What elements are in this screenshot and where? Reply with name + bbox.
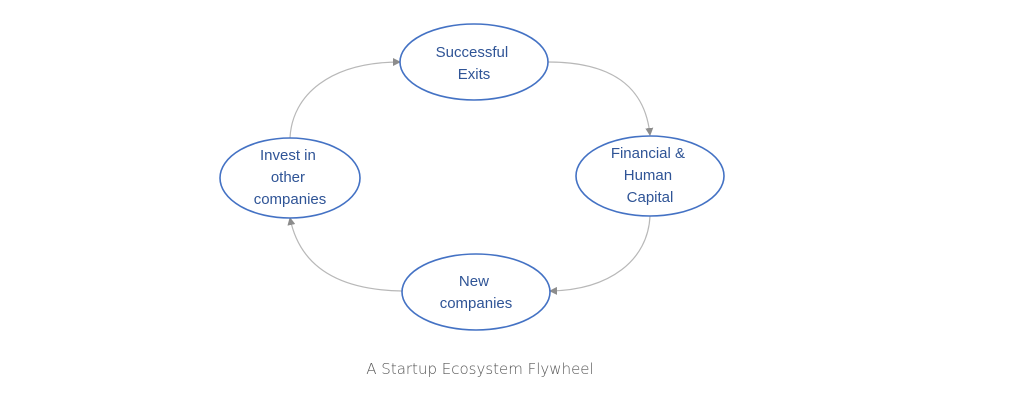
- arrow-new-companies-to-invest: [287, 217, 403, 292]
- arrow-exits-to-capital: [547, 61, 654, 136]
- node-invest-other-companies: Invest in other companies: [219, 137, 361, 219]
- node-successful-exits-line-2: Exits: [458, 66, 491, 83]
- node-successful-exits: Successful Exits: [399, 23, 549, 101]
- svg-text:New companies: New companies: [440, 273, 513, 312]
- svg-text:Financial & Human: Financial & Human Capital: [611, 145, 689, 206]
- node-capital-line-2: Human: [624, 167, 672, 184]
- node-financial-human-capital: Financial & Human Capital: [575, 135, 725, 217]
- node-successful-exits-line-1: Successful: [436, 44, 509, 61]
- node-new-companies-line-1: New: [459, 273, 489, 290]
- svg-text:Invest in other co: Invest in other companies: [254, 147, 327, 208]
- node-new-companies: New companies: [401, 253, 551, 331]
- node-invest-line-1: Invest in: [260, 147, 316, 164]
- arrow-capital-to-new-companies: [549, 215, 651, 295]
- node-capital-line-1: Financial &: [611, 145, 685, 162]
- node-invest-line-3: companies: [254, 191, 327, 208]
- node-invest-line-2: other: [271, 169, 305, 186]
- svg-text:Successful Exits: Successful Exits: [436, 44, 513, 83]
- diagram-caption: A Startup Ecosystem Flywheel: [366, 360, 594, 378]
- arrow-invest-to-exits: [289, 58, 401, 139]
- node-new-companies-line-2: companies: [440, 295, 513, 312]
- node-capital-line-3: Capital: [627, 189, 674, 206]
